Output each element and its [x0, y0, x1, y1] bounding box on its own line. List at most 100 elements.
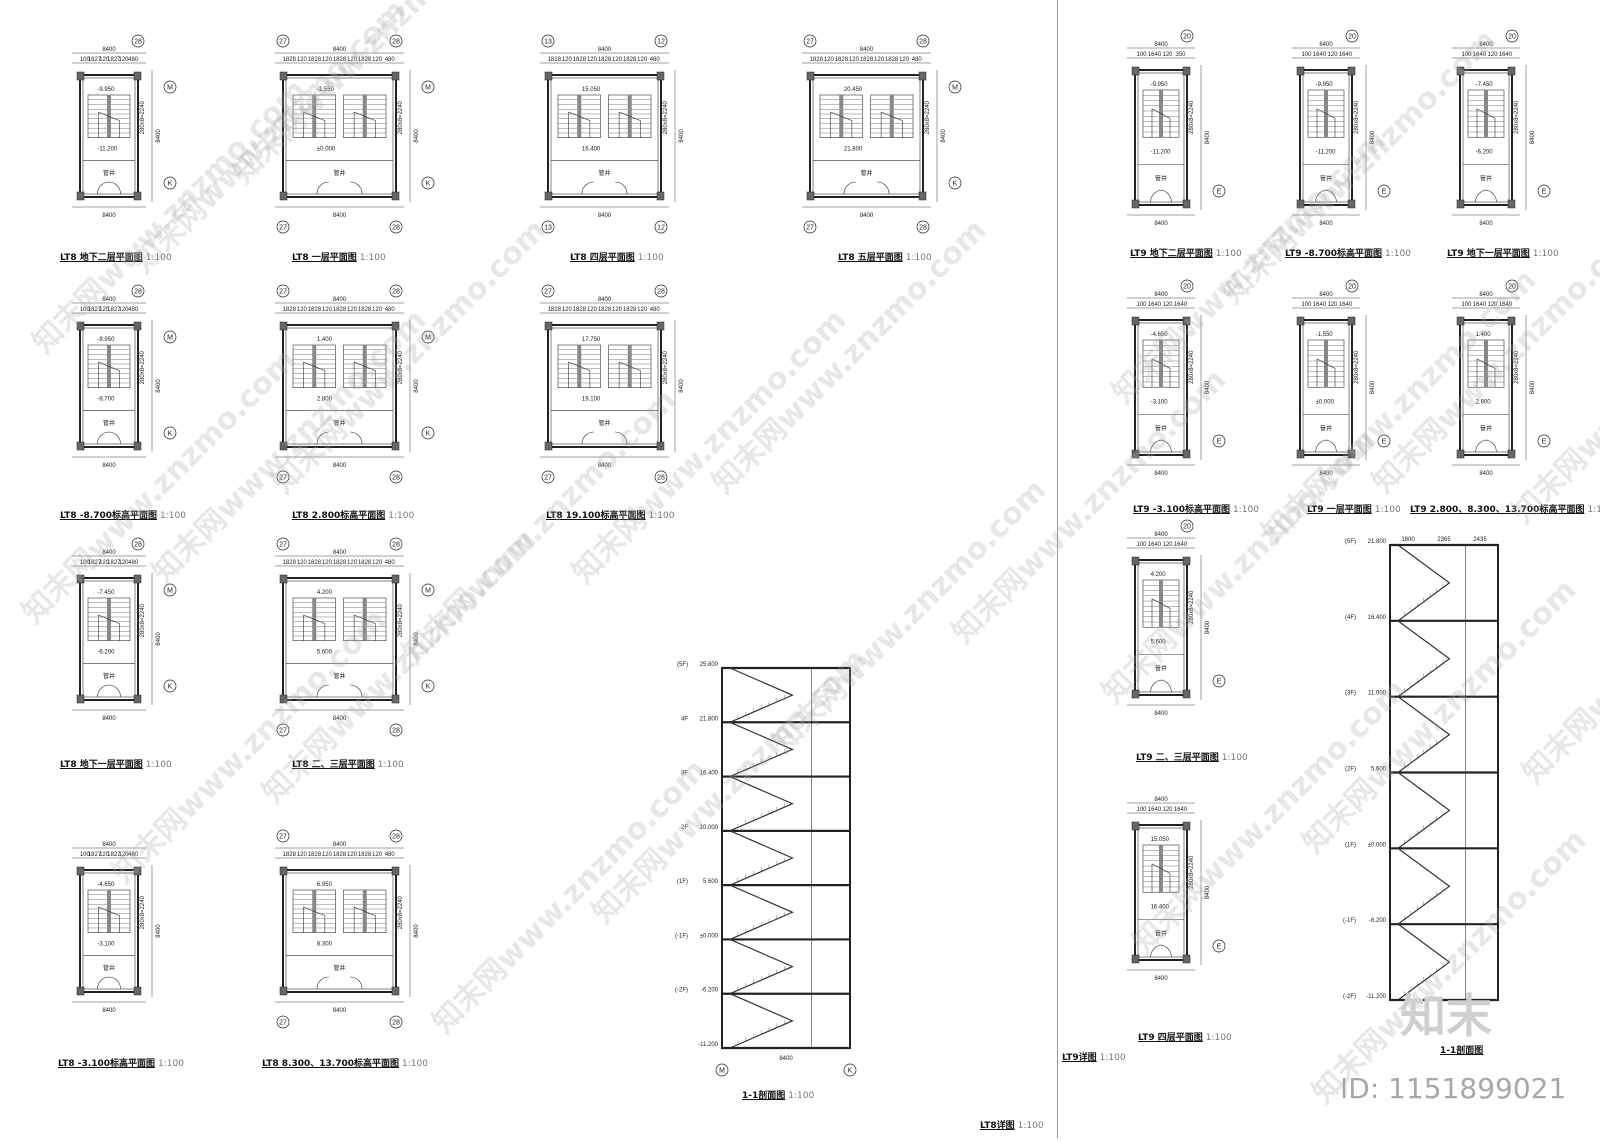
dim-segment: 120 — [99, 307, 110, 313]
caption-scale: 1:100 — [1221, 753, 1248, 763]
dim-segment: 100 — [1301, 52, 1312, 58]
grid-bubble — [1212, 674, 1226, 688]
level-elevation: 16.400 — [700, 771, 719, 777]
grid-label: 28 — [134, 542, 142, 549]
stair-run — [729, 721, 794, 778]
grid-bubble — [803, 34, 817, 48]
caption-scale: 1:100 — [145, 253, 172, 263]
wall-outline — [547, 324, 662, 448]
grid-bubble-side-bottom: E — [1537, 184, 1551, 198]
grid-bubble — [276, 1015, 290, 1029]
elevation-upper: 20.450 — [844, 87, 863, 93]
level-elevation: 5.600 — [1371, 767, 1387, 773]
dim-segment: 120 — [347, 560, 358, 566]
level-elevation: 25.800 — [700, 662, 719, 668]
dim-overall: 8400 — [1479, 42, 1493, 48]
stair-dim: 280x8=2240 — [140, 350, 146, 384]
column — [1182, 556, 1191, 566]
column — [1296, 199, 1305, 209]
dim-segment: 120 — [118, 852, 129, 858]
dim-overall-bottom: 8400 — [1154, 221, 1168, 227]
dim-segment: 120 — [1327, 302, 1338, 308]
grid-bubble-side-top: M — [421, 80, 435, 94]
room-label: 管井 — [1320, 425, 1332, 433]
level-elevation: -11.200 — [698, 1042, 719, 1048]
dim-segment: 480 — [912, 57, 923, 63]
dim-overall: 8400 — [779, 1056, 793, 1062]
grid-label: 20 — [1183, 34, 1191, 41]
elevation-lower: 21.800 — [844, 147, 863, 153]
dim-overall: 8400 — [1154, 42, 1168, 48]
dim-vertical: 8400 — [414, 379, 420, 393]
walk-line — [1476, 108, 1496, 138]
door-swing — [1159, 679, 1172, 693]
dim-overall: 8400 — [102, 550, 116, 556]
column — [656, 441, 665, 451]
dim-segment: 1640 — [1174, 542, 1188, 548]
room-label: 管井 — [860, 169, 872, 177]
stair-run — [729, 884, 794, 940]
dim-segment: 120 — [1487, 302, 1498, 308]
column — [1456, 199, 1465, 209]
column — [1507, 66, 1516, 76]
grid-bubble-side-top: M — [163, 330, 177, 344]
stair-dim: 280x8=2240 — [1514, 100, 1520, 134]
caption-scale: 1:100 — [157, 1059, 184, 1069]
grid-bubble-top: 20 — [1180, 29, 1194, 43]
dim-overall-bottom: 8400 — [102, 1008, 116, 1014]
dim-segment: 1640 — [1499, 52, 1513, 58]
grid-bubble-left: 27 — [541, 284, 555, 298]
dim-segment: 100 — [1136, 302, 1147, 308]
grid-label: 27 — [279, 289, 287, 296]
caption-title: LT9 2.800、8.300、13.700标高平面图 — [1410, 505, 1585, 515]
caption-title: LT8 -8.700标高平面图 — [60, 511, 157, 521]
level-elevation: 5.600 — [703, 879, 719, 885]
door-swing — [615, 181, 628, 195]
grid-bubble-side-bottom: E — [1537, 434, 1551, 448]
room-label: 管井 — [598, 419, 610, 427]
inner-wall — [285, 580, 394, 698]
column — [1182, 689, 1191, 699]
room-label: 管井 — [1155, 930, 1167, 938]
grid-label: 13 — [544, 225, 552, 232]
grid-bubble-side-bottom: K — [421, 426, 435, 440]
caption-scale: 1:100 — [1215, 249, 1242, 259]
elevation-upper: -7.450 — [1476, 82, 1494, 88]
grid-label: M — [167, 85, 173, 92]
dim-segment: 120 — [587, 307, 598, 313]
grid-label: 27 — [279, 542, 287, 549]
floor-tag: (1F) — [1345, 842, 1356, 848]
dim-overall-bottom: 8400 — [333, 1008, 347, 1014]
wall-outline — [282, 869, 397, 993]
inner-wall — [1137, 72, 1185, 203]
grid-bubble-side-bottom: K — [163, 679, 177, 693]
grid-bubble-side-bottom: E — [1377, 434, 1391, 448]
elevation-lower: ±0.000 — [317, 147, 336, 153]
grid-bubble — [421, 80, 435, 94]
grid-label: K — [168, 181, 173, 188]
dim-segment: 120 — [372, 560, 383, 566]
grid-bubble — [654, 220, 668, 234]
grid-label: 27 — [806, 225, 814, 232]
grid-label: 28 — [134, 39, 142, 46]
dim-vertical: 8400 — [1370, 380, 1376, 394]
caption-title: LT8 一层平面图 — [292, 253, 357, 263]
door-swing — [581, 431, 594, 445]
column — [1182, 316, 1191, 326]
grid-bubble-side-bottom: E — [1212, 939, 1226, 953]
column — [1347, 66, 1356, 76]
dim-segment: 1640 — [1174, 807, 1188, 813]
caption-scale: 1:100 — [788, 1091, 815, 1101]
elevation-lower: -3.100 — [97, 942, 115, 948]
grid-label: M — [425, 588, 431, 595]
caption-scale: 1:100 — [1232, 505, 1259, 515]
dim-segment: 2435 — [1473, 537, 1487, 543]
column — [1131, 449, 1140, 459]
column — [391, 574, 400, 584]
dim-segment: 1828 — [573, 307, 587, 313]
stair-run — [1397, 923, 1451, 1001]
